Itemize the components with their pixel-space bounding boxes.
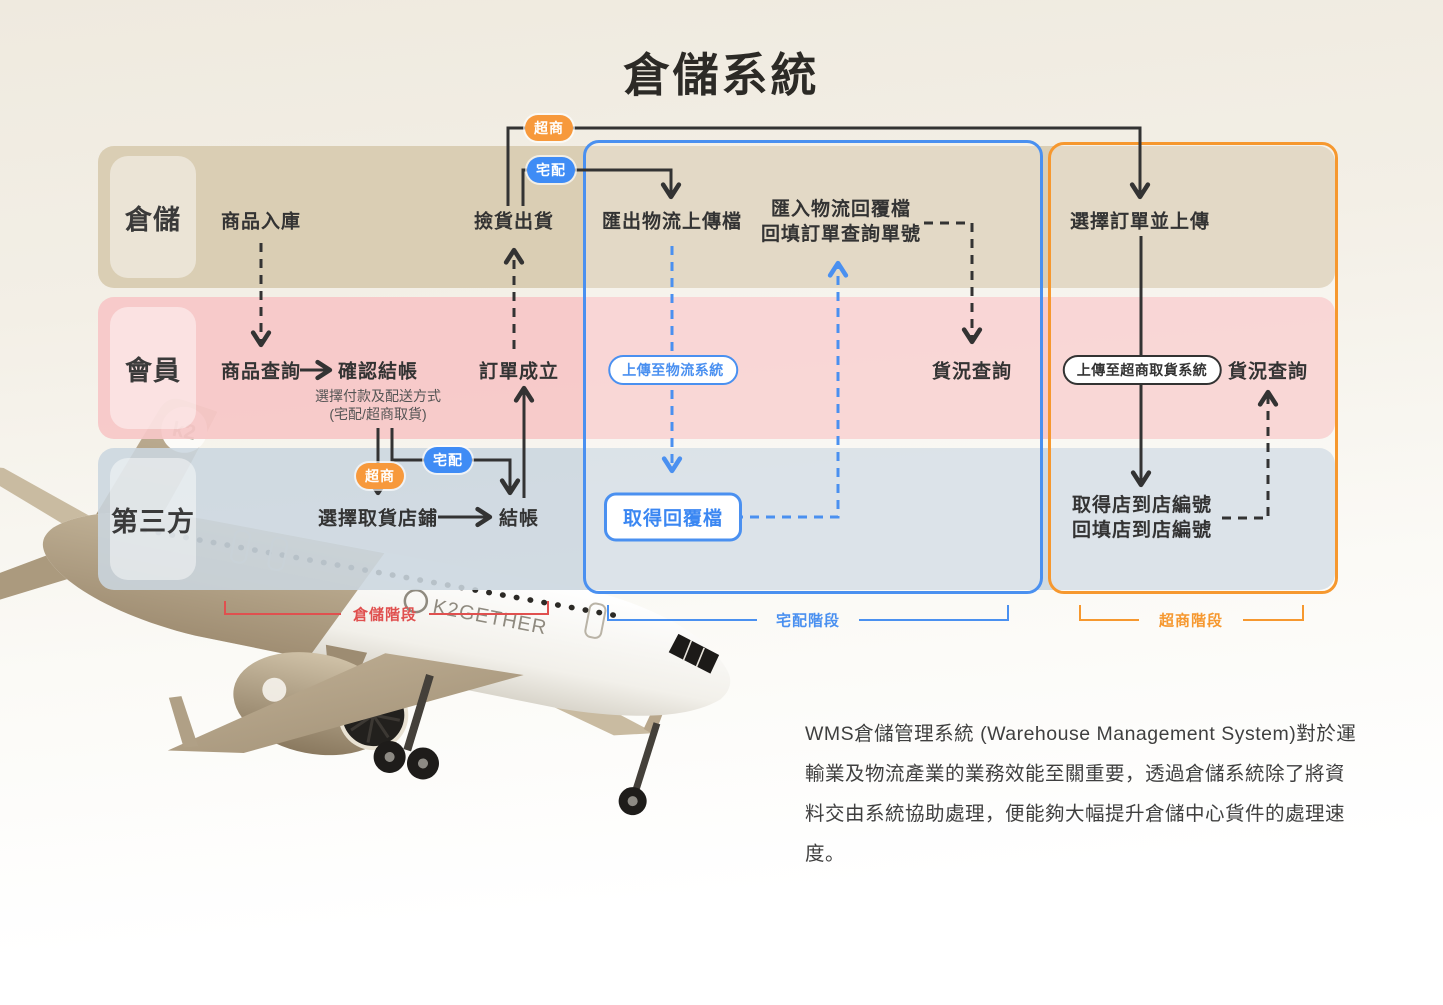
node-import-reply-line2: 回填訂單查詢單號 xyxy=(760,224,922,245)
pill-upload-logistics: 上傳至物流系統 xyxy=(608,355,738,385)
dashed-replyfile-to-importreply xyxy=(734,260,849,519)
dashed-storecode-to-shipquery xyxy=(1222,389,1279,520)
plane-main-winglet xyxy=(168,696,199,748)
node-shipment-query-home: 貨況查詢 xyxy=(931,361,1013,383)
lane-member-label-box xyxy=(110,307,196,429)
pill-upload-cvs: 上傳至超商取貨系統 xyxy=(1062,355,1222,385)
node-store-code-line1: 取得店到店編號 xyxy=(1071,495,1213,516)
bracket-warehouse-phase xyxy=(224,601,549,615)
node-import-reply: 匯入物流回覆檔 回填訂單查詢單號 xyxy=(761,197,921,247)
lane-third-party-label-box xyxy=(110,458,196,580)
node-select-store: 選擇取貨店鋪 xyxy=(317,508,439,530)
plane-main-wing xyxy=(167,653,524,754)
node-product-query: 商品查詢 xyxy=(220,361,302,383)
node-store-code-line2: 回填店到店編號 xyxy=(1071,520,1213,541)
lane-member-label: 會員 xyxy=(125,355,181,386)
plane-nose-hub xyxy=(627,796,638,807)
node-store-code: 取得店到店編號 回填店到店編號 xyxy=(1072,493,1212,543)
node-stock-in: 商品入庫 xyxy=(220,211,302,233)
bracket-home-phase xyxy=(607,605,1009,621)
node-pick-ship: 撿貨出貨 xyxy=(473,211,555,233)
phase-label-home-delivery: 宅配階段 xyxy=(775,612,841,630)
confirm-checkout-note-line1: 選擇付款及配送方式 xyxy=(315,388,441,404)
plane-main-hub-left xyxy=(384,751,395,762)
confirm-checkout-note: 選擇付款及配送方式 (宅配/超商取貨) xyxy=(315,387,441,423)
plane-main-hub-right xyxy=(417,758,428,769)
badge-cvs-top: 超商 xyxy=(525,115,573,141)
lane-warehouse-label-box xyxy=(110,156,196,278)
confirm-checkout-note-line2: (宅配/超商取貨) xyxy=(329,406,427,422)
plane-logo-mark xyxy=(403,588,429,614)
plane-cockpit-window xyxy=(668,633,720,674)
phase-label-cvs: 超商階段 xyxy=(1158,612,1224,630)
node-confirm-checkout: 確認結帳 xyxy=(337,361,419,383)
node-checkout: 結帳 xyxy=(498,508,540,530)
arrow-pickship-home-to-exportfile xyxy=(521,168,682,206)
arrow-pickship-cvs-to-selectorder xyxy=(506,126,1151,206)
phase-label-warehouse: 倉儲階段 xyxy=(352,606,418,624)
lane-third-party-label: 第三方 xyxy=(111,506,195,537)
plane-engine-badge xyxy=(262,677,287,702)
page-title: 倉儲系統 xyxy=(623,48,820,101)
plane-cockpit-dividers xyxy=(682,640,705,668)
badge-home-top: 宅配 xyxy=(527,157,575,183)
node-select-order-upload: 選擇訂單並上傳 xyxy=(1069,211,1211,233)
badge-home-mid: 宅配 xyxy=(424,447,472,473)
wms-description: WMS倉儲管理系統 (Warehouse Management System)對… xyxy=(805,722,1357,865)
plane-door-front xyxy=(584,602,607,639)
badge-cvs-mid: 超商 xyxy=(356,463,404,489)
node-import-reply-line1: 匯入物流回覆檔 xyxy=(770,199,912,220)
lane-warehouse: 倉儲 xyxy=(98,146,1335,288)
plane-nose-gear-strut xyxy=(632,722,661,792)
dashed-importreply-to-shipquery xyxy=(924,221,983,345)
plane-far-stabilizer xyxy=(0,464,105,525)
node-order-created: 訂單成立 xyxy=(478,361,560,383)
node-get-reply-file: 取得回覆檔 xyxy=(603,492,743,542)
node-shipment-query-cvs: 貨況查詢 xyxy=(1227,361,1309,383)
bracket-cvs-phase xyxy=(1079,605,1304,621)
plane-main-gear-strut xyxy=(403,674,434,752)
node-export-logistics-file: 匯出物流上傳檔 xyxy=(601,211,743,233)
lane-warehouse-label: 倉儲 xyxy=(125,204,181,235)
